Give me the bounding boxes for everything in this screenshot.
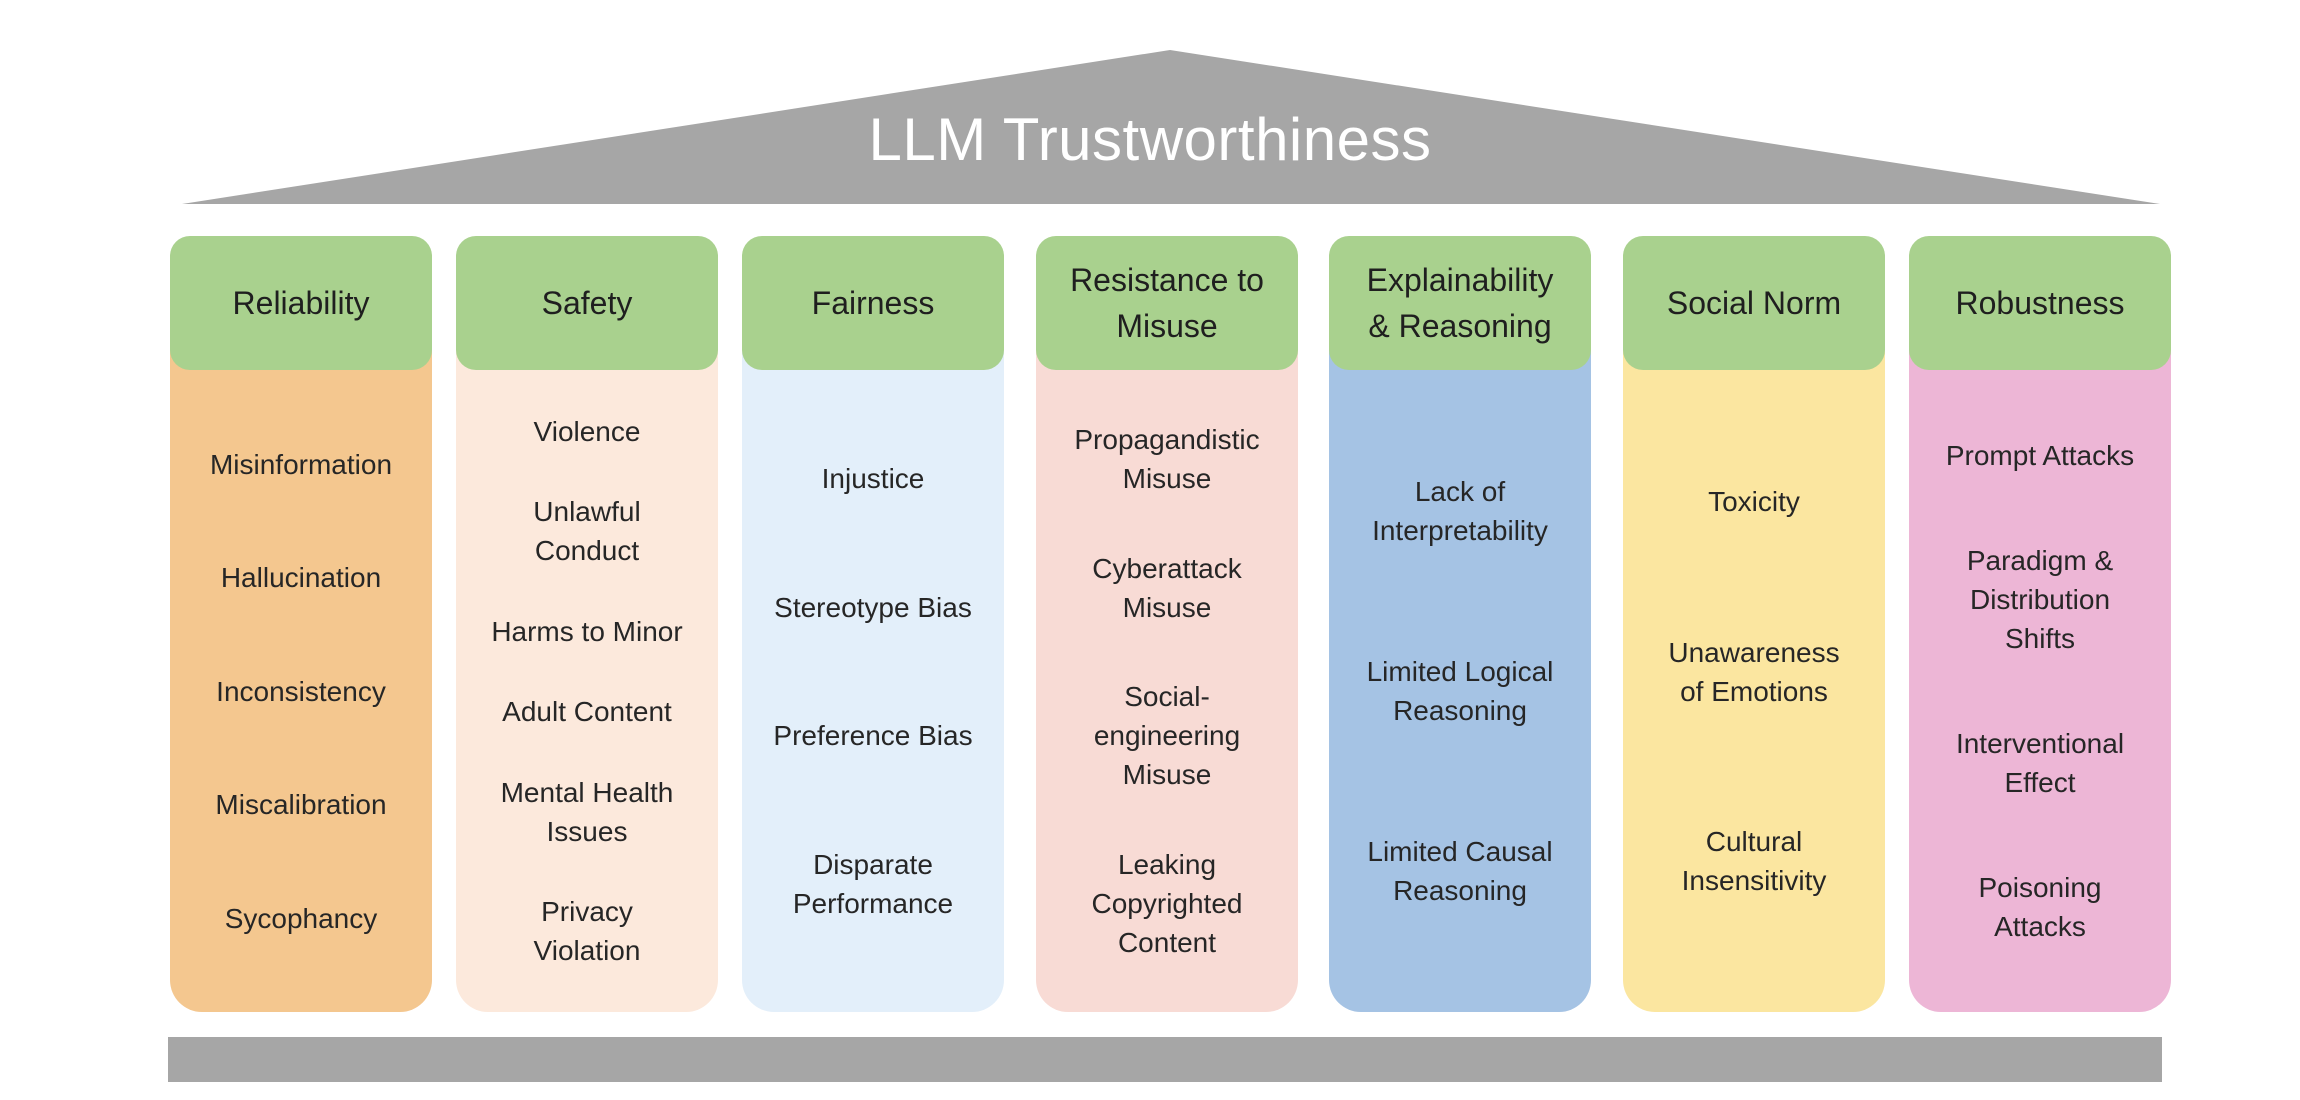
pillar-item: Limited Logical Reasoning (1366, 656, 1554, 726)
pillar-header: Robustness (1909, 236, 2171, 370)
pillar-item: Propagandistic Misuse (1074, 424, 1260, 495)
pillar-header: Explainability & Reasoning (1329, 236, 1591, 370)
pillar-item: Unawareness of Emotions (1668, 636, 1840, 707)
pillar-header: Resistance to Misuse (1036, 236, 1298, 370)
pillar-body (742, 316, 1004, 1012)
pillar-item: Paradigm & Distribution Shifts (1966, 545, 2114, 654)
pillar-header-label: Robustness (1955, 285, 2125, 321)
pillar-body (456, 316, 718, 1012)
pillar-header-label: Social Norm (1666, 285, 1842, 321)
pillar-header: Safety (456, 236, 718, 370)
pillar-body (170, 316, 432, 1012)
pillar-body (1329, 316, 1591, 1012)
pillar-header-label: Fairness (811, 285, 935, 321)
pillar-header-label: Resistance to Misuse (1070, 262, 1264, 344)
pillar-item: Poisoning Attacks (1978, 872, 2102, 942)
pillar-item: Stereotype Bias (774, 591, 972, 623)
pillar-header-label: Reliability (232, 285, 370, 321)
pillar-item: Leaking Copyrighted Content (1091, 848, 1243, 958)
foundation-base (168, 1037, 2162, 1082)
pillar-item: Privacy Violation (533, 896, 641, 967)
pillar-item: Adult Content (502, 696, 672, 728)
pillar-body (1623, 316, 1885, 1012)
pillar-item: Violence (533, 415, 641, 447)
roof (182, 50, 2160, 204)
pillar-item: Unlawful Conduct (533, 496, 641, 567)
pillar-item: Lack of Interpretability (1372, 476, 1548, 546)
pillar-header: Social Norm (1623, 236, 1885, 370)
pillar-header-label: Explainability & Reasoning (1366, 262, 1554, 344)
diagram-title: LLM Trustworthiness (868, 106, 1432, 173)
pillar-item: Sycophancy (224, 902, 378, 934)
pillar-item: Limited Causal Reasoning (1367, 836, 1553, 906)
pillar-header: Reliability (170, 236, 432, 370)
pillar-item: Interventional Effect (1955, 728, 2125, 798)
pillar-item: Mental Health Issues (500, 776, 674, 847)
pillar-item: Preference Bias (773, 720, 973, 752)
pillar-item: Hallucination (220, 562, 382, 593)
pillar-item: Toxicity (1708, 485, 1800, 517)
pillar-item: Cultural Insensitivity (1681, 826, 1827, 897)
pillar-item: Injustice (821, 463, 925, 495)
pillar-item: Inconsistency (216, 675, 386, 707)
pillar-item: Social- engineering Misuse (1093, 681, 1241, 791)
pillar-header: Fairness (742, 236, 1004, 370)
pillar-item: Misinformation (209, 448, 393, 480)
pillar-header-label: Safety (541, 285, 633, 321)
pillar-body (1909, 316, 2171, 1012)
pillar-item: Prompt Attacks (1945, 440, 2135, 471)
pillar-body (1036, 316, 1298, 1012)
roof-triangle (182, 50, 2160, 204)
pillar-item: Disparate Performance (792, 848, 954, 919)
pillar-item: Miscalibration (215, 789, 387, 820)
pillar-item: Cyberattack Misuse (1092, 552, 1242, 623)
pillar-item: Harms to Minor (491, 615, 683, 647)
